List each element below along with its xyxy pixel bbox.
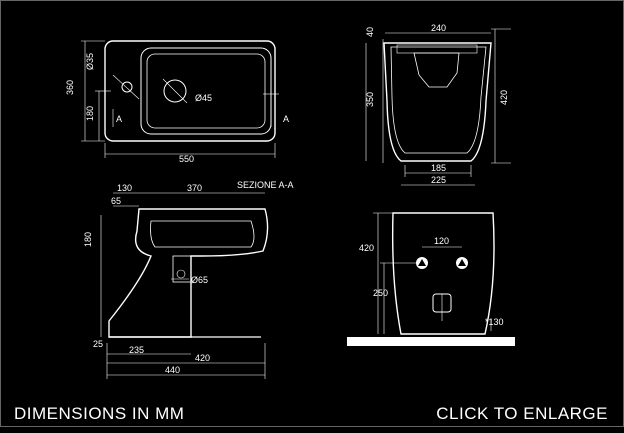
dim-section-b4: 440 (165, 365, 180, 375)
dim-height-total: 360 (65, 80, 75, 95)
dim-section-b2: 235 (129, 345, 144, 355)
dim-section-b3: 420 (195, 353, 210, 363)
dim-section-w1: 130 (117, 183, 132, 193)
dim-rear-height: 420 (359, 243, 374, 253)
dim-section-d3: Ø65 (191, 275, 208, 285)
enlarge-link[interactable]: CLICK TO ENLARGE (436, 404, 608, 423)
dim-rear-outlet: *130 (485, 317, 504, 327)
dim-diameter-drain: Ø45 (195, 93, 212, 103)
tap-hole-icon (121, 81, 133, 93)
dim-section-w2: 370 (187, 183, 202, 193)
top-view (81, 40, 279, 158)
dim-total-height: 420 (499, 90, 509, 105)
dim-rear-spacing: 120 (434, 236, 449, 246)
dim-bottom-outer: 225 (431, 175, 446, 185)
dim-section-h1: 180 (83, 232, 93, 247)
section-view (100, 192, 269, 379)
dimensions-caption: DIMENSIONS IN MM (14, 404, 185, 423)
dim-top-offset: 40 (365, 27, 375, 37)
rear-view (373, 212, 495, 335)
dim-bottom-inner: 185 (431, 163, 446, 173)
drain-hole-icon (163, 79, 187, 103)
section-mark-left: A (116, 114, 122, 124)
section-title: SEZIONE A-A (237, 180, 294, 190)
dim-rear-fix-height: 250 (373, 288, 388, 298)
section-mark-right: A (283, 114, 289, 124)
dim-inner-height: 350 (365, 92, 375, 107)
dim-width-top: 550 (179, 154, 194, 164)
front-view (365, 28, 511, 186)
dim-section-b1: 25 (93, 339, 103, 349)
dim-section-w3: 65 (111, 196, 121, 206)
dim-top-width: 240 (431, 23, 446, 33)
dim-diameter-tap: Ø35 (85, 53, 95, 70)
dim-height-half: 180 (85, 106, 95, 121)
